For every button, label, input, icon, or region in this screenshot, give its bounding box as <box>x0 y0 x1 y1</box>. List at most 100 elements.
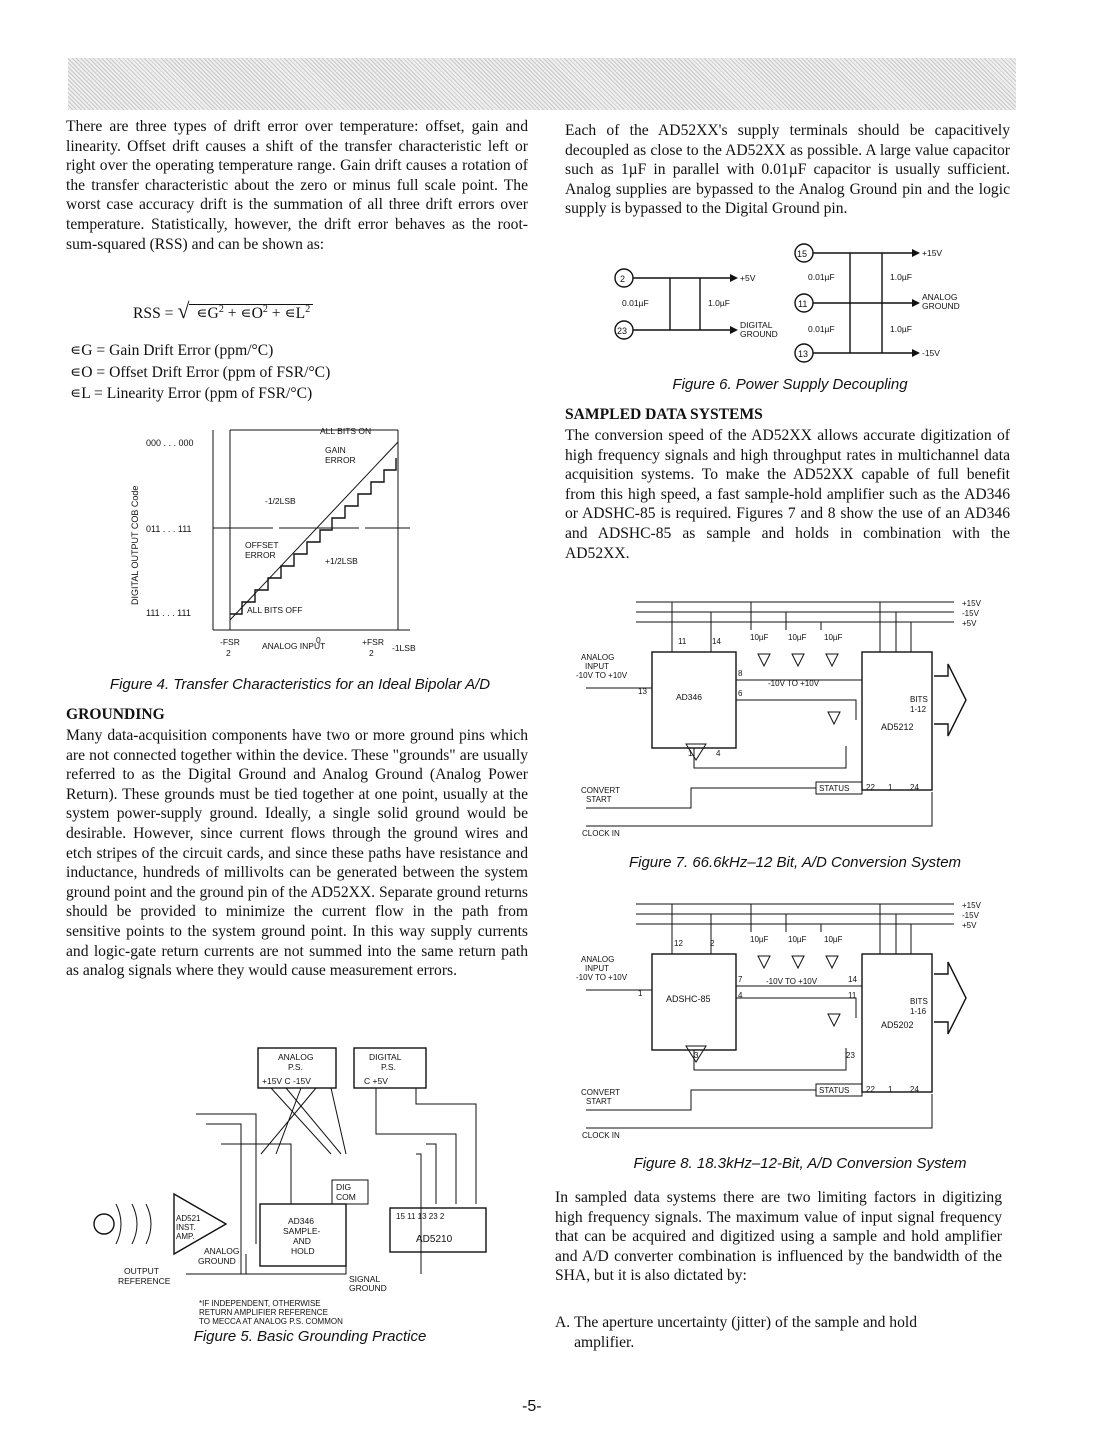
svg-text:INST.: INST. <box>176 1223 196 1232</box>
fig5-caption: Figure 5. Basic Grounding Practice <box>193 1328 427 1345</box>
svg-text:AD521: AD521 <box>176 1214 201 1223</box>
fig8-conversion-diagram: +15V -15V +5V ADSHC-85 AD5202 BITS 1-16 … <box>576 901 982 1140</box>
svg-text:0.01µF: 0.01µF <box>808 324 835 334</box>
svg-text:11: 11 <box>848 991 857 1000</box>
fig4-ylabel: DIGITAL OUTPUT COB Code <box>130 486 140 605</box>
svg-text:2: 2 <box>369 648 374 658</box>
svg-text:-10V TO +10V: -10V TO +10V <box>576 671 628 680</box>
svg-text:OUTPUT: OUTPUT <box>124 1266 159 1276</box>
svg-text:CLOCK IN: CLOCK IN <box>582 829 620 838</box>
grounding-paragraph: Many data-acquisition components have tw… <box>66 727 528 980</box>
svg-text:OFFSET: OFFSET <box>245 540 279 550</box>
svg-text:0.01µF: 0.01µF <box>622 298 649 308</box>
svg-text:2: 2 <box>226 648 231 658</box>
svg-text:11: 11 <box>678 637 687 646</box>
svg-text:23: 23 <box>617 326 627 336</box>
fig7-conversion-diagram: +15V -15V +5V AD346 AD5212 BITS 1-12 10µ… <box>576 599 982 838</box>
svg-text:BITS: BITS <box>910 997 928 1006</box>
svg-text:4: 4 <box>738 991 743 1000</box>
svg-text:22: 22 <box>866 1085 875 1094</box>
svg-text:HOLD: HOLD <box>291 1246 315 1256</box>
svg-text:13: 13 <box>638 687 647 696</box>
svg-text:CLOCK IN: CLOCK IN <box>582 1131 620 1140</box>
svg-text:1: 1 <box>888 783 893 792</box>
svg-text:+1/2LSB: +1/2LSB <box>325 556 358 566</box>
svg-text:P.S.: P.S. <box>288 1062 303 1072</box>
svg-text:ANALOG: ANALOG <box>581 653 614 662</box>
svg-text:+5V: +5V <box>740 273 756 283</box>
svg-text:C +5V: C +5V <box>364 1076 388 1086</box>
fig8-adc-label: AD5202 <box>881 1020 914 1030</box>
svg-text:AMP.: AMP. <box>176 1232 195 1241</box>
fig8-caption: Figure 8. 18.3kHz–12-Bit, A/D Conversion… <box>633 1155 967 1172</box>
svg-text:RETURN AMPLIFIER REFERENCE: RETURN AMPLIFIER REFERENCE <box>199 1308 328 1317</box>
svg-text:14: 14 <box>712 637 721 646</box>
svg-text:0.01µF: 0.01µF <box>808 272 835 282</box>
svg-text:1-16: 1-16 <box>910 1007 927 1016</box>
fig6-caption: Figure 6. Power Supply Decoupling <box>672 376 908 393</box>
svg-text:4: 4 <box>716 749 721 758</box>
svg-text:ANALOG: ANALOG <box>204 1246 239 1256</box>
page-number: -5- <box>522 1398 542 1415</box>
svg-text:+5V: +5V <box>962 921 977 930</box>
svg-text:ANALOG: ANALOG <box>278 1052 313 1062</box>
svg-text:START: START <box>586 1097 612 1106</box>
svg-text:10µF: 10µF <box>750 935 769 944</box>
svg-text:AND: AND <box>293 1236 311 1246</box>
svg-text:-15V: -15V <box>962 609 980 618</box>
svg-text:10µF: 10µF <box>824 633 843 642</box>
svg-text:DIGITAL: DIGITAL <box>369 1052 402 1062</box>
svg-text:22: 22 <box>866 783 875 792</box>
svg-text:+15V: +15V <box>962 901 982 910</box>
svg-text:1: 1 <box>888 1085 893 1094</box>
svg-text:DIG: DIG <box>336 1182 351 1192</box>
svg-text:ERROR: ERROR <box>245 550 276 560</box>
svg-text:STATUS: STATUS <box>819 1086 849 1095</box>
svg-text:7: 7 <box>738 975 743 984</box>
drift-paragraph: There are three types of drift error ove… <box>66 118 528 253</box>
svg-text:2: 2 <box>620 274 625 284</box>
sampled-heading: SAMPLED DATA SYSTEMS <box>565 406 763 423</box>
svg-text:+FSR: +FSR <box>362 637 384 647</box>
fig6-decoupling-diagram: 2 23 +5V 0.01µF 1.0µF DIGITAL GROUND 15 … <box>614 243 960 363</box>
svg-text:GAIN: GAIN <box>325 445 346 455</box>
fig7-sha-label: AD346 <box>676 692 702 702</box>
svg-text:10µF: 10µF <box>788 633 807 642</box>
svg-text:ALL BITS ON: ALL BITS ON <box>320 426 371 436</box>
svg-text:GROUND: GROUND <box>740 329 778 339</box>
fig4-transfer-diagram: DIGITAL OUTPUT COB Code 000 . . . 000 01… <box>130 426 416 658</box>
svg-text:1.0µF: 1.0µF <box>708 298 730 308</box>
svg-text:1.0µF: 1.0µF <box>890 324 912 334</box>
fig7-caption: Figure 7. 66.6kHz–12 Bit, A/D Conversion… <box>628 854 962 871</box>
svg-text:11: 11 <box>798 299 807 309</box>
svg-text:12: 12 <box>674 939 683 948</box>
fig8-sha-label: ADSHC-85 <box>666 994 711 1004</box>
svg-text:10µF: 10µF <box>824 935 843 944</box>
svg-text:10µF: 10µF <box>750 633 769 642</box>
svg-text:+15V: +15V <box>962 599 982 608</box>
svg-text:8: 8 <box>738 669 743 678</box>
fig4-caption: Figure 4. Transfer Characteristics for a… <box>109 676 491 693</box>
fig5-grounding-diagram: ANALOG P.S. +15V C -15V DIGITAL P.S. C +… <box>93 1047 487 1326</box>
svg-text:+5V: +5V <box>962 619 977 628</box>
svg-text:111 . . . 111: 111 . . . 111 <box>146 608 191 618</box>
svg-text:REFERENCE: REFERENCE <box>118 1276 171 1286</box>
svg-text:-15V: -15V <box>962 911 980 920</box>
svg-text:BITS: BITS <box>910 695 928 704</box>
fig5-adc-label: AD5210 <box>416 1234 453 1245</box>
limits-paragraph: In sampled data systems there are two li… <box>555 1189 1002 1285</box>
svg-text:STATUS: STATUS <box>819 784 849 793</box>
svg-text:+15V C -15V: +15V C -15V <box>262 1076 311 1086</box>
svg-text:1: 1 <box>638 989 643 998</box>
svg-text:GROUND: GROUND <box>198 1256 236 1266</box>
svg-text:SIGNAL: SIGNAL <box>349 1274 380 1284</box>
svg-text:15: 15 <box>797 249 807 259</box>
grounding-heading: GROUNDING <box>66 706 165 723</box>
svg-text:0: 0 <box>316 635 321 645</box>
svg-text:15 11 13 23 2: 15 11 13 23 2 <box>396 1212 445 1221</box>
svg-text:3: 3 <box>694 1051 699 1060</box>
drift-definitions: ∊G = Gain Drift Error (ppm/°C) ∊O = Offs… <box>70 342 331 403</box>
svg-text:-FSR: -FSR <box>220 637 240 647</box>
svg-text:-1LSB: -1LSB <box>392 643 416 653</box>
svg-text:1-12: 1-12 <box>910 705 927 714</box>
